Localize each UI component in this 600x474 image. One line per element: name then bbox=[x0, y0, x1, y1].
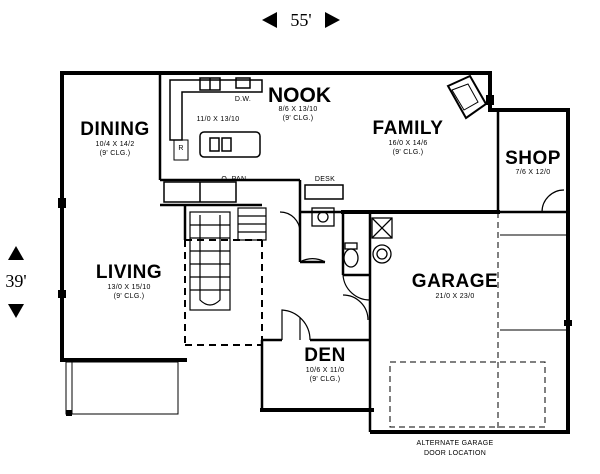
dashed-lines bbox=[184, 239, 263, 346]
garage-door-thin bbox=[500, 234, 566, 331]
interior-walls bbox=[158, 73, 568, 432]
laundry bbox=[371, 217, 393, 264]
nook-label: NOOK bbox=[268, 84, 331, 107]
alt-door-label-1: ALTERNATE GARAGE bbox=[416, 440, 494, 447]
alt-door-label-2: DOOR LOCATION bbox=[423, 450, 487, 457]
den-ceiling: (9' CLG.) bbox=[309, 376, 341, 383]
sink bbox=[311, 207, 335, 227]
fireplace bbox=[446, 74, 488, 120]
dishwasher-label: D.W. bbox=[234, 96, 252, 103]
desk bbox=[304, 184, 344, 200]
living-size: 13/0 X 15/10 bbox=[107, 284, 151, 291]
shop-size: 7/6 X 12/0 bbox=[515, 169, 551, 176]
alt-garage-door bbox=[389, 212, 546, 430]
desk-label: DESK bbox=[314, 176, 336, 183]
porch-post bbox=[66, 410, 72, 416]
family-ceiling: (9' CLG.) bbox=[392, 149, 424, 156]
family-label: FAMILY bbox=[372, 118, 444, 139]
family-size: 16/0 X 14/6 bbox=[388, 140, 428, 147]
depth-dimension: 39' bbox=[5, 271, 27, 291]
toilet bbox=[343, 242, 359, 268]
garage-label: GARAGE bbox=[411, 271, 499, 292]
dining-size: 10/4 X 14/2 bbox=[95, 141, 135, 148]
window-marks bbox=[58, 95, 572, 326]
pantry-block bbox=[163, 181, 237, 203]
dining-ceiling: (9' CLG.) bbox=[99, 150, 131, 157]
dimension-arrows bbox=[8, 12, 340, 318]
living-label: LIVING bbox=[95, 262, 163, 283]
kitchen-counter bbox=[169, 77, 263, 141]
doors bbox=[279, 189, 565, 341]
kitchen-size: 11/0 X 13/10 bbox=[196, 116, 240, 123]
den-size: 10/6 X 11/0 bbox=[305, 367, 345, 374]
nook-ceiling: (9' CLG.) bbox=[282, 115, 314, 122]
nook-size: 8/6 X 13/10 bbox=[278, 106, 318, 113]
stairs bbox=[189, 207, 267, 311]
width-dimension: 55' bbox=[290, 10, 312, 30]
fridge-label: R bbox=[178, 145, 184, 152]
pantry-label: O. PAN. bbox=[221, 176, 249, 183]
den-label: DEN bbox=[304, 345, 346, 366]
living-ceiling: (9' CLG.) bbox=[113, 293, 145, 300]
exterior-walls bbox=[60, 71, 570, 434]
porch bbox=[65, 361, 179, 415]
shop-label: SHOP bbox=[505, 148, 561, 169]
fridge bbox=[173, 139, 189, 161]
kitchen-island bbox=[199, 131, 261, 158]
dining-label: DINING bbox=[80, 119, 150, 140]
garage-size: 21/0 X 23/0 bbox=[435, 293, 475, 300]
